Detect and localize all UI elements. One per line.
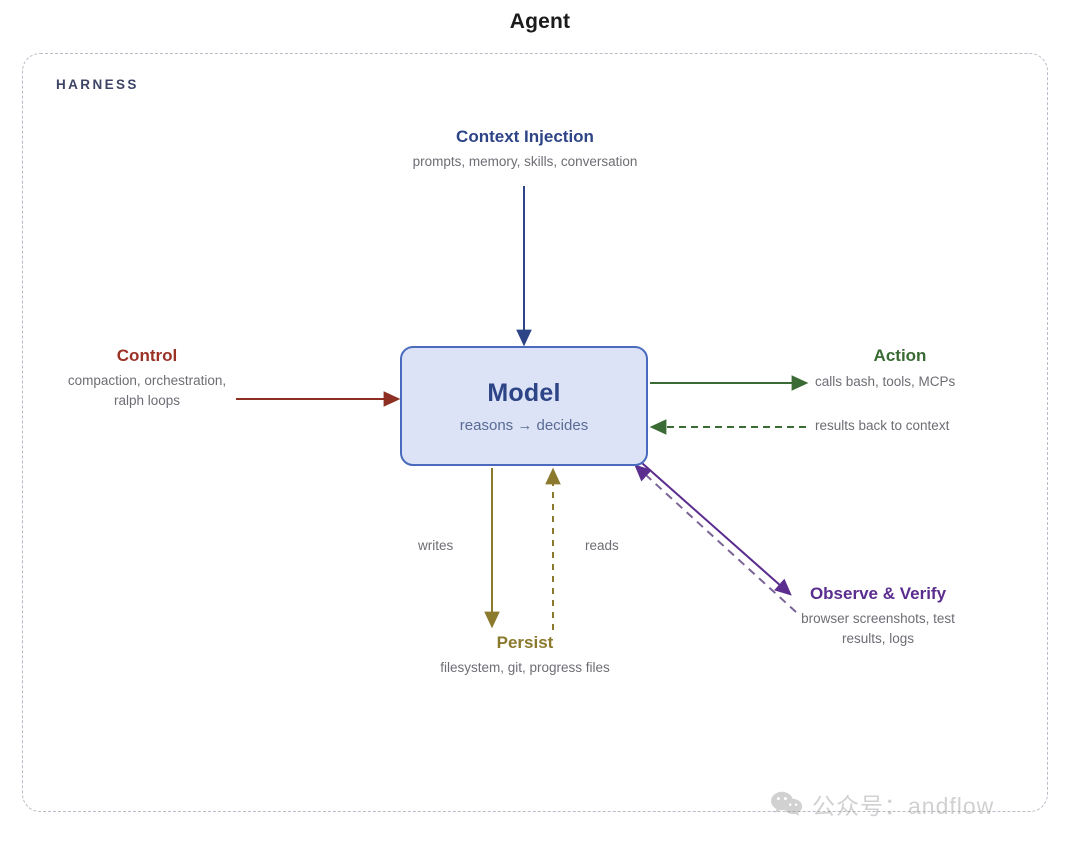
node-action-title: Action [873, 346, 927, 365]
node-observe-verify-title: Observe & Verify [809, 584, 947, 603]
node-context-injection-title: Context Injection [456, 127, 594, 146]
node-context-injection-subtitle: prompts, memory, skills, conversation [412, 154, 638, 170]
node-observe-verify-subtitle-line1: browser screenshots, test [801, 611, 955, 627]
node-context-injection: Context Injection prompts, memory, skill… [340, 126, 710, 172]
node-persist-title: Persist [496, 633, 554, 652]
node-action: Action [800, 345, 1000, 367]
node-model-title: Model [487, 378, 561, 407]
node-model: Model reasons → decides [400, 346, 648, 466]
edge-label-results: results back to context [815, 418, 950, 433]
page-title: Agent [509, 10, 571, 33]
node-observe-verify: Observe & Verify browser screenshots, te… [748, 583, 1008, 648]
node-observe-verify-subtitle-line2: results, logs [841, 630, 915, 646]
node-control-subtitle-line2: ralph loops [113, 392, 181, 408]
wechat-icon [771, 791, 803, 816]
watermark-text: 公众号：andflow [812, 793, 995, 819]
node-control: Control compaction, orchestration, ralph… [32, 345, 262, 410]
watermark: 公众号：andflow [770, 787, 994, 821]
node-persist: Persist filesystem, git, progress files [400, 632, 650, 678]
harness-label: HARNESS [56, 77, 139, 92]
node-control-title: Control [116, 346, 178, 365]
edge-label-writes: writes [418, 538, 454, 553]
edge-label-reads: reads [585, 538, 619, 553]
harness-container [22, 53, 1048, 812]
node-model-subtitle: reasons → decides [459, 416, 589, 434]
node-persist-subtitle: filesystem, git, progress files [440, 660, 610, 676]
node-control-subtitle-line1: compaction, orchestration, [67, 373, 227, 389]
edge-label-calls: calls bash, tools, MCPs [815, 374, 956, 389]
